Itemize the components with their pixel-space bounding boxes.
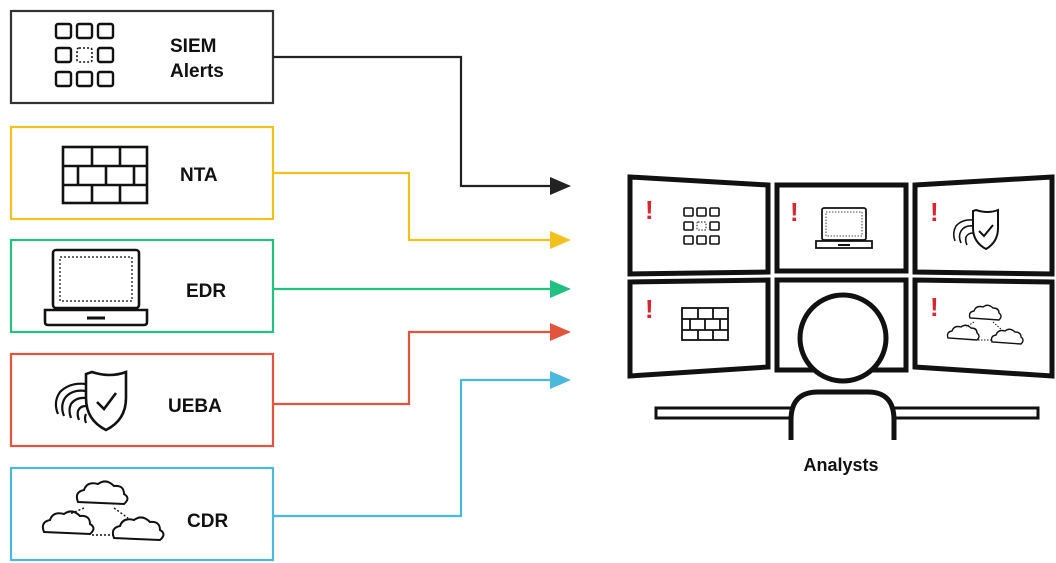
connector-ueba [273,323,571,406]
alert-mark: ! [930,292,939,322]
alert-mark: ! [790,197,799,227]
brick-wall-icon [61,145,149,205]
fingerprint-shield-icon [952,208,999,251]
grid-icon [54,22,115,88]
analyst-person [788,292,897,440]
source-label-edr: EDR [186,281,226,302]
grid-icon [683,207,720,245]
alert-mark: ! [645,294,654,324]
brick-wall-icon [681,307,729,341]
cloud-network-icon [41,480,165,542]
monitor-cdr: ! [912,277,1055,379]
source-label-siem-line2: Alerts [170,61,224,82]
cloud-network-icon [946,304,1024,345]
source-box-nta: NTA [9,125,275,221]
alert-mark: ! [645,195,654,225]
analysts-label: Analysts [803,455,878,475]
laptop-icon [815,207,873,249]
analyst-workstation: ! ! ! [627,174,1055,475]
monitor-siem: ! [627,174,771,277]
source-label-siem-line1: SIEM [170,36,216,57]
source-box-siem: SIEM Alerts [9,9,275,105]
connector-edr [273,280,571,298]
connector-nta [273,171,571,249]
source-box-cdr: CDR [9,466,275,562]
source-box-edr: EDR [9,238,275,334]
laptop-icon [43,248,149,327]
monitor-edr: ! [774,182,909,274]
monitor-ueba: ! [912,174,1055,277]
monitor-nta: ! [627,277,771,379]
source-label-ueba: UEBA [168,396,222,417]
source-box-ueba: UEBA [9,352,275,448]
alert-mark: ! [930,197,939,227]
connector-cdr [273,371,571,518]
source-label-cdr: CDR [187,511,228,532]
connector-siem [273,55,571,195]
source-label-nta: NTA [180,165,218,186]
fingerprint-shield-icon [54,370,128,432]
